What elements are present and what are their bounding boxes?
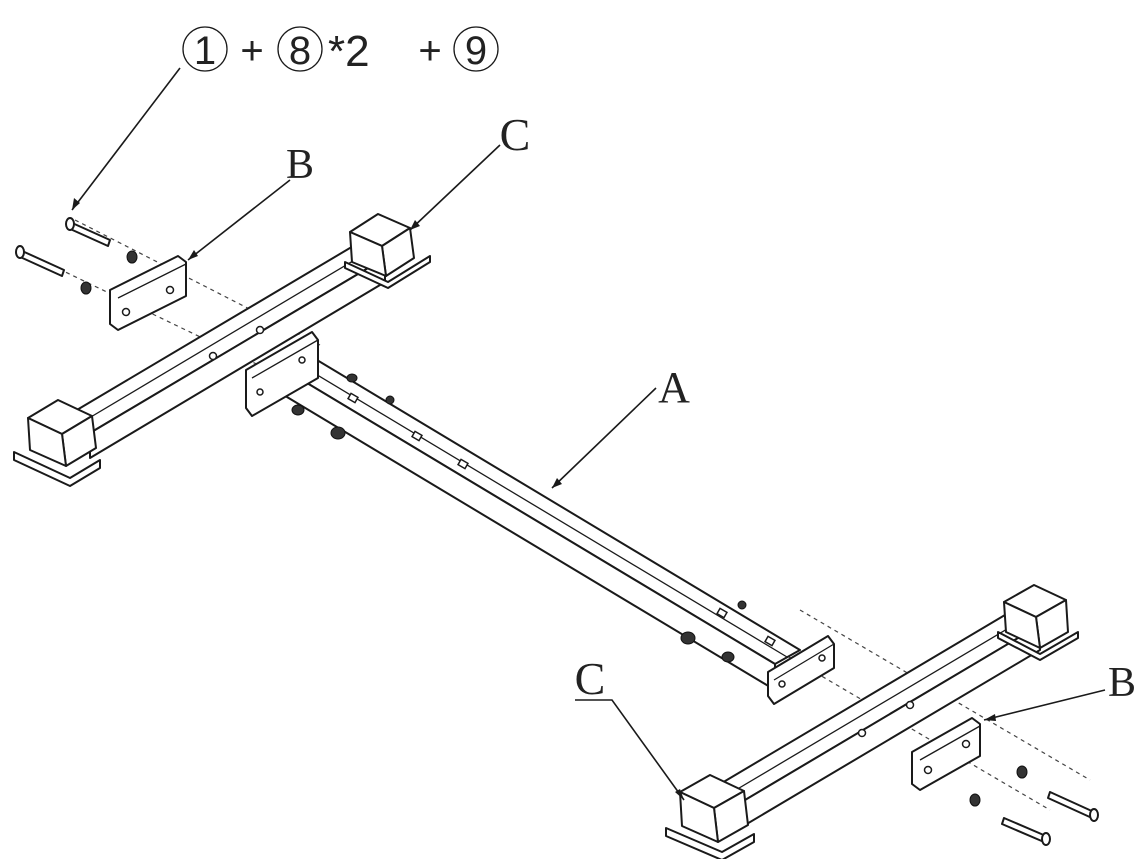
part-9-circle	[453, 26, 499, 72]
bottom-base-bar	[665, 584, 1079, 859]
plus-sign-2: +	[418, 29, 441, 73]
label-a: A	[658, 363, 690, 412]
label-b-bottom: B	[1108, 660, 1136, 706]
part-8-number: 8	[289, 29, 311, 73]
parts-caption: 1 + 8 *2 + 9	[182, 26, 499, 76]
bottom-bracket	[911, 717, 981, 791]
label-b-top: B	[286, 142, 314, 188]
top-base-bar	[13, 213, 431, 487]
part-1-circle	[182, 26, 228, 72]
leader-lines	[71, 67, 1106, 801]
label-c-bottom: C	[575, 653, 606, 704]
top-bracket	[109, 255, 187, 331]
part-1-number: 1	[194, 29, 216, 73]
part-9-number: 9	[465, 29, 487, 73]
part-8-circle	[277, 26, 323, 72]
label-c-top: C	[500, 109, 531, 160]
center-beam	[245, 331, 835, 705]
top-bolts	[15, 217, 138, 295]
plus-sign-1: +	[240, 29, 263, 73]
bottom-bolts	[969, 765, 1099, 846]
times-two: *2	[328, 27, 370, 76]
